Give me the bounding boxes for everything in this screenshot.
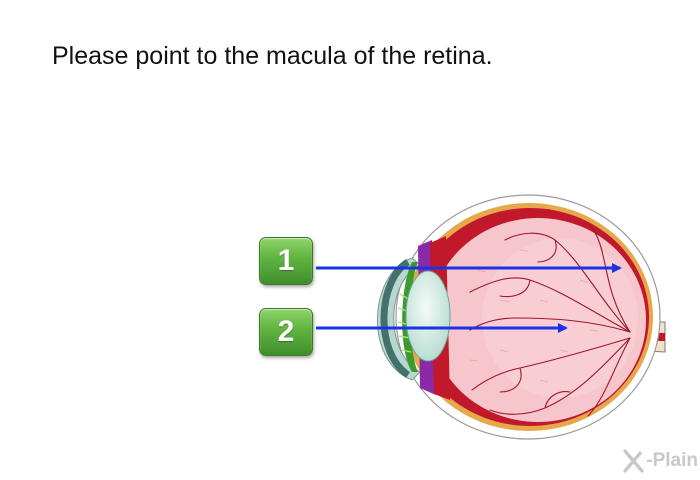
brand-text: -Plain <box>646 450 698 471</box>
brand-logo: -Plain <box>622 448 698 474</box>
option-2-button[interactable]: 2 <box>259 308 313 356</box>
retinal-vessels <box>469 224 631 417</box>
option-1-button[interactable]: 1 <box>259 237 313 285</box>
lens <box>405 270 451 362</box>
x-plain-logo-icon <box>623 449 645 473</box>
question-text: Please point to the macula of the retina… <box>52 42 493 70</box>
